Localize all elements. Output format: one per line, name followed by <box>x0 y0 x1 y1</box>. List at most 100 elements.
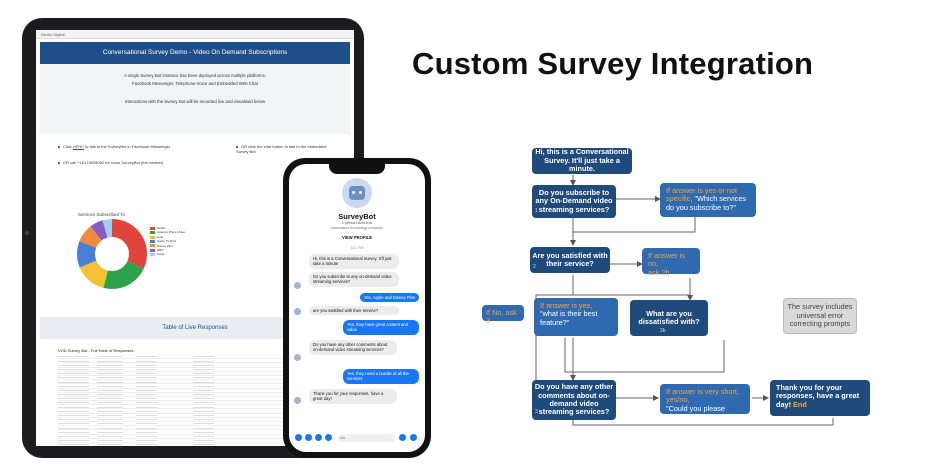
messenger-screen: SurveyBot 1 person likes this Informatio… <box>289 164 425 452</box>
phone-notch <box>329 164 385 174</box>
user-message: Yes, they need a bundle of all the servi… <box>343 369 419 384</box>
table-row <box>58 413 318 418</box>
message-composer: Aa <box>293 434 421 444</box>
view-profile-button[interactable]: VIEW PROFILE <box>341 235 372 240</box>
bot-message: are you satisfied with their service? <box>309 306 399 316</box>
table-row <box>58 422 318 427</box>
chart-legend: Netflix Amazon Prime Video Hulu Apple TV… <box>150 226 185 257</box>
legend-label: HBO <box>157 248 164 253</box>
question-2b-text: What are you dissatisfied with? <box>638 308 700 326</box>
web-chat-item: OR click the chat button to talk to the … <box>236 144 336 154</box>
condition-2-action: ask 2b <box>648 267 670 277</box>
table-row <box>58 426 318 431</box>
end-message: Thank you for your responses, have a gre… <box>776 383 860 409</box>
robot-icon <box>349 186 365 200</box>
table-row <box>58 375 318 381</box>
flow-end-box: Thank you for your responses, have a gre… <box>770 380 870 416</box>
bot-message: Do you have any other comments about on-… <box>309 340 397 355</box>
table-row <box>58 359 318 364</box>
flow-condition-3: If answer is very short, yes/no, "Could … <box>660 384 750 421</box>
table-row <box>58 438 318 443</box>
browser-title: Neotic Digital <box>36 30 354 39</box>
user-message: Yes, they have great content and value <box>343 320 419 335</box>
table-row <box>58 442 318 446</box>
condition-3-prompt: "Could you please elaborate?" <box>666 403 725 422</box>
donut-slice-apple <box>77 219 147 289</box>
camera-icon[interactable] <box>305 434 312 441</box>
link1-suffix: to talk to the SurveyBot in Facebook Mes… <box>83 144 171 149</box>
survey-demo-header: Conversational Survey Demo - Video On De… <box>40 42 350 64</box>
thumbs-up-icon[interactable] <box>410 434 417 441</box>
table-row <box>58 384 318 389</box>
condition-3-trigger: If answer is very short, yes/no, <box>666 387 739 405</box>
table-row <box>58 388 318 393</box>
message-input[interactable]: Aa <box>337 434 395 442</box>
mic-icon[interactable] <box>325 434 332 441</box>
bot-likes: 1 person likes this <box>341 221 373 225</box>
legend-label: Amazon Prime Video <box>157 230 186 235</box>
yes-branch-trigger: If answer is yes, <box>540 301 593 310</box>
table-row <box>58 409 318 414</box>
link1-prefix: Click <box>63 144 73 149</box>
live-responses-header: Table of Live Responses <box>40 317 350 339</box>
table-row <box>58 434 318 439</box>
table-row <box>58 371 318 376</box>
bot-avatar <box>342 178 372 208</box>
grid-icon[interactable] <box>295 434 302 441</box>
bot-message: Thank you for your responses, have a gre… <box>309 389 397 404</box>
table-title: VOD Survey Bot - Full Table of Responses <box>58 348 134 353</box>
question-2-number: 2 <box>533 264 536 270</box>
table-row <box>58 380 318 385</box>
flow-question-2: Are you satisfied with their service? 2 <box>530 247 610 273</box>
legend-item: Peda <box>150 252 185 256</box>
question-3-number: 3 <box>535 409 538 415</box>
legend-item: HBO <box>150 248 185 252</box>
services-donut-chart <box>77 219 147 289</box>
condition-1-trigger: If answer is yes or not specific, <box>666 186 737 204</box>
question-2-text: Are you satisfied with their service? <box>532 250 608 268</box>
condition-2-trigger: If answer is no, <box>648 251 685 269</box>
legend-label: Netflix <box>157 226 166 230</box>
page-title: Custom Survey Integration <box>412 46 814 81</box>
links-section: Click HERE to talk to the SurveyBot in F… <box>36 134 354 174</box>
user-message: Yes, Apple and Disney Plus <box>359 293 419 303</box>
donut-slice-peda <box>77 219 147 289</box>
legend-item: Disney Plus <box>150 244 185 248</box>
services-chart-title: Services Subscribed To <box>78 212 125 217</box>
flow-question-1: Do you subscribe to any On-Demand video … <box>532 185 616 218</box>
flow-condition-2: If answer is no, ask 2b <box>642 248 700 277</box>
web-chat-text: OR click the chat button to talk to the … <box>236 144 327 154</box>
donut-slice-amazon <box>77 219 147 289</box>
table-row <box>58 355 318 360</box>
legend-item: Apple TV Plus <box>150 239 185 243</box>
flow-condition-yes: If answer is yes, "what is their best fe… <box>534 298 618 336</box>
intro-panel: A single Survey Bot instance has been de… <box>40 64 350 134</box>
responses-table: VOD Survey Bot - Full Table of Responses <box>58 348 318 446</box>
table-row <box>58 430 318 435</box>
bot-category: Information technology company <box>331 226 383 230</box>
legend-item: Netflix <box>150 226 185 230</box>
condition-1-prompt: "Which services do you subscribe to?" <box>666 194 747 212</box>
here-link[interactable]: HERE <box>72 144 84 149</box>
legend-label: Disney Plus <box>157 243 173 248</box>
flow-question-2b: What are you dissatisfied with? 2b <box>630 300 708 336</box>
bot-message: Hi, this is a Conversational Survey. It'… <box>309 254 399 269</box>
tablet-device: Neotic Digital Conversational Survey Dem… <box>22 18 364 458</box>
bot-mini-avatar <box>294 354 301 361</box>
voice-call-text: OR call +16174025052 for voice SurveyBot… <box>63 160 164 165</box>
bot-mini-avatar <box>294 308 301 315</box>
end-label: End <box>793 399 807 409</box>
messenger-link-item: Click HERE to talk to the SurveyBot in F… <box>58 144 198 149</box>
flow-question-3: Do you have any other comments about on-… <box>532 380 616 420</box>
table-rows <box>58 355 318 446</box>
legend-label: Apple TV Plus <box>157 239 176 244</box>
emoji-icon[interactable] <box>399 434 406 441</box>
table-row <box>58 396 318 402</box>
voice-call-item: OR call +16174025052 for voice SurveyBot… <box>58 160 198 165</box>
intro-line-3: Interactions with the Survey Bot will be… <box>124 99 266 104</box>
intro-line-2: Facebook Messenger, Telephone-Voice and … <box>132 81 258 86</box>
legend-label: Hulu <box>157 234 164 239</box>
flow-start-box: Hi, this is a Conversational Survey. It'… <box>532 148 632 174</box>
table-row <box>58 392 318 397</box>
image-icon[interactable] <box>315 434 322 441</box>
